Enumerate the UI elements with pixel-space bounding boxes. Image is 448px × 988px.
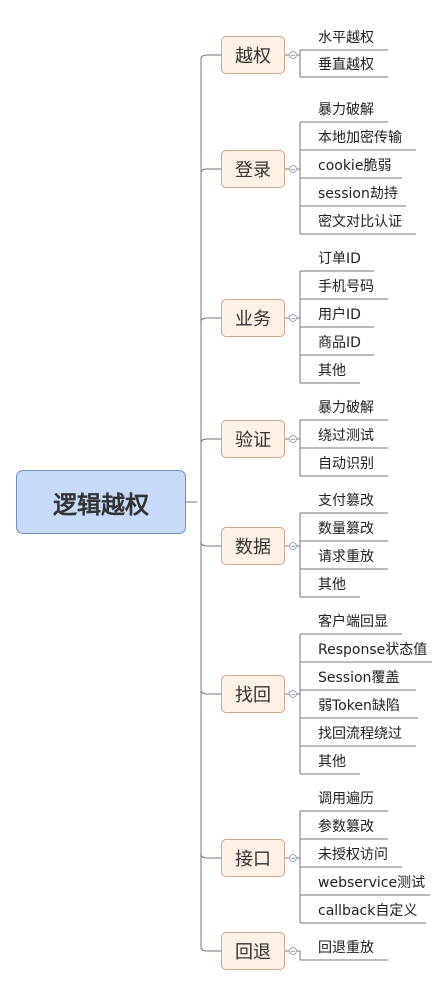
branch-label: 回退 xyxy=(235,942,271,963)
leaf-topic[interactable]: 调用遍历 xyxy=(318,791,374,807)
leaf-topic[interactable]: 暴力破解 xyxy=(318,400,374,416)
collapse-toggle-icon[interactable] xyxy=(289,314,297,322)
leaf-topic[interactable]: 弱Token缺陷 xyxy=(318,698,400,714)
leaf-topic[interactable]: 找回流程绕过 xyxy=(318,726,402,742)
leaf-topic[interactable]: 自动识别 xyxy=(318,456,374,472)
root-label: 逻辑越权 xyxy=(53,490,149,519)
branch-connector xyxy=(200,317,221,323)
branch-topic[interactable]: 数据 xyxy=(221,527,285,565)
leaf-topic[interactable]: 请求重放 xyxy=(318,549,374,565)
leaf-topic[interactable]: 手机号码 xyxy=(318,279,374,295)
branch-connector xyxy=(200,853,221,859)
branch-label: 越权 xyxy=(235,46,271,67)
root-topic[interactable]: 逻辑越权 xyxy=(16,470,186,534)
leaf-topic[interactable]: 绕过测试 xyxy=(318,428,374,444)
branch-connector xyxy=(200,438,221,444)
leaf-topic[interactable]: 商品ID xyxy=(318,335,361,351)
leaf-topic[interactable]: session劫持 xyxy=(318,186,398,202)
leaf-topic[interactable]: 密文对比认证 xyxy=(318,214,402,230)
branch-topic[interactable]: 登录 xyxy=(221,150,285,188)
branch-topic[interactable]: 回退 xyxy=(221,932,285,970)
branch-topic[interactable]: 验证 xyxy=(221,420,285,458)
collapse-toggle-icon[interactable] xyxy=(289,690,297,698)
branch-topic[interactable]: 找回 xyxy=(221,675,285,713)
leaf-topic[interactable]: 暴力破解 xyxy=(318,102,374,118)
branch-topic[interactable]: 业务 xyxy=(221,299,285,337)
leaf-topic[interactable]: Session覆盖 xyxy=(318,670,400,686)
leaf-topic[interactable]: 未授权访问 xyxy=(318,847,388,863)
branch-label: 业务 xyxy=(235,309,271,330)
branch-topic[interactable]: 接口 xyxy=(221,839,285,877)
leaf-topic[interactable]: 水平越权 xyxy=(318,30,374,46)
collapse-toggle-icon[interactable] xyxy=(289,165,297,173)
leaf-topic[interactable]: 回退重放 xyxy=(318,940,374,956)
branch-topic[interactable]: 越权 xyxy=(221,36,285,74)
leaf-topic[interactable]: 参数篡改 xyxy=(318,819,374,835)
branch-label: 验证 xyxy=(235,430,271,451)
branch-label: 登录 xyxy=(235,160,271,181)
leaf-topic[interactable]: 用户ID xyxy=(318,307,361,323)
branch-connector xyxy=(200,689,221,695)
collapse-toggle-icon[interactable] xyxy=(289,947,297,955)
branch-connector xyxy=(200,541,221,547)
leaf-topic[interactable]: 其他 xyxy=(318,577,346,593)
leaf-topic[interactable]: 其他 xyxy=(318,754,346,770)
branch-label: 找回 xyxy=(235,685,271,706)
leaf-topic[interactable]: 客户端回显 xyxy=(318,614,388,630)
collapse-toggle-icon[interactable] xyxy=(289,435,297,443)
collapse-toggle-icon[interactable] xyxy=(289,854,297,862)
leaf-topic[interactable]: 垂直越权 xyxy=(318,57,374,73)
branch-connector xyxy=(200,946,221,952)
leaf-topic[interactable]: 其他 xyxy=(318,363,346,379)
branch-connector xyxy=(200,54,221,60)
leaf-topic[interactable]: 订单ID xyxy=(318,251,361,267)
leaf-topic[interactable]: 数量篡改 xyxy=(318,521,374,537)
leaf-topic[interactable]: 支付篡改 xyxy=(318,493,374,509)
leaf-topic[interactable]: callback自定义 xyxy=(318,903,418,919)
branch-label: 数据 xyxy=(235,537,271,558)
collapse-toggle-icon[interactable] xyxy=(289,51,297,59)
branch-connector xyxy=(200,168,221,174)
leaf-topic[interactable]: 本地加密传输 xyxy=(318,130,402,146)
collapse-toggle-icon[interactable] xyxy=(289,542,297,550)
leaf-topic[interactable]: Response状态值 xyxy=(318,642,428,658)
leaf-topic[interactable]: cookie脆弱 xyxy=(318,158,392,174)
branch-label: 接口 xyxy=(235,849,271,870)
leaf-topic[interactable]: webservice测试 xyxy=(318,875,426,891)
